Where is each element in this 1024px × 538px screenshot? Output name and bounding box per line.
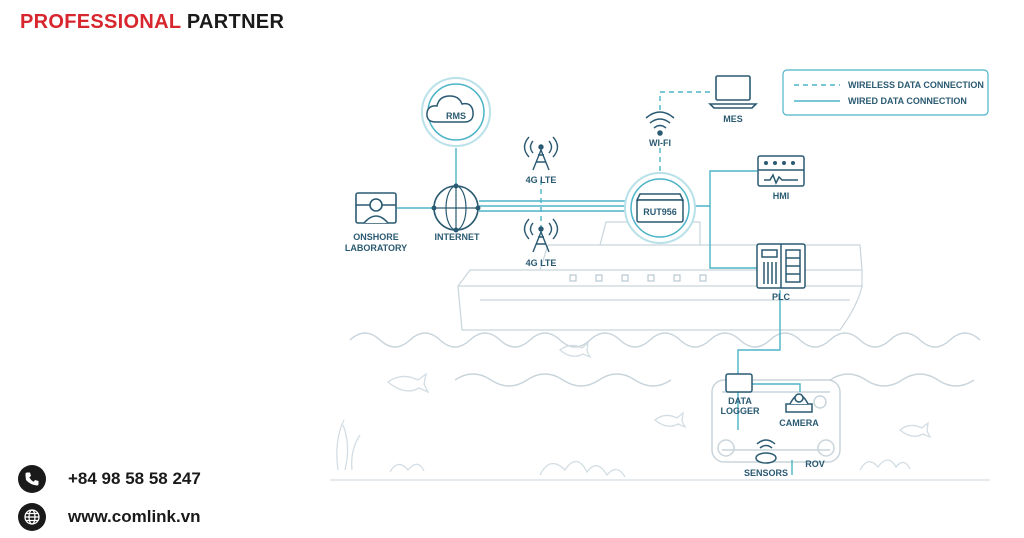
seabed-decor	[330, 341, 990, 481]
onshore-label: ONSHORE	[353, 232, 399, 242]
lte-tower-top: 4G LTE	[523, 136, 559, 185]
plc-cabinet-icon	[756, 243, 806, 289]
lte-tower-bottom: 4G LTE	[523, 218, 559, 268]
legend: WIRELESS DATA CONNECTION WIRED DATA CONN…	[782, 69, 989, 116]
wireless-links	[540, 91, 712, 230]
legend-wireless-label: WIRELESS DATA CONNECTION	[848, 80, 984, 90]
rms-node: RMS	[421, 77, 491, 147]
internet-label: INTERNET	[435, 232, 481, 242]
lte-top-label: 4G LTE	[526, 175, 557, 185]
wifi-label: WI-FI	[649, 138, 671, 148]
camera-label: CAMERA	[779, 418, 819, 428]
phone-icon	[18, 465, 46, 493]
legend-wired-label: WIRED DATA CONNECTION	[848, 96, 967, 106]
lte-bottom-label: 4G LTE	[526, 258, 557, 268]
router-icon	[635, 193, 685, 223]
sea-waves	[349, 332, 981, 387]
brand-professional: PROFESSIONAL	[20, 11, 182, 33]
antenna-icon	[523, 136, 559, 171]
phone-number: +84 98 58 58 247	[68, 469, 201, 488]
router-node: RUT956	[624, 172, 696, 244]
wifi-icon	[645, 111, 675, 136]
sensor-icon	[755, 439, 777, 464]
rms-label: RMS	[446, 111, 466, 121]
sensors-node: SENSORS	[744, 439, 788, 478]
camera-node: CAMERA	[779, 393, 819, 428]
antenna-icon	[523, 218, 559, 253]
rov-label: ROV	[805, 459, 825, 469]
sensors-label: SENSORS	[744, 468, 788, 478]
plc-label: PLC	[772, 292, 791, 302]
ship-outline	[457, 221, 863, 331]
data-logger-node: DATA LOGGER	[720, 373, 760, 416]
data-label: DATA	[728, 396, 752, 406]
plc-node: PLC	[756, 243, 806, 302]
hmi-label: HMI	[773, 191, 790, 201]
hmi-panel-icon	[757, 155, 805, 187]
wired-links	[397, 148, 801, 475]
rov-body	[711, 379, 841, 463]
brand-title: PROFESSIONAL PARTNER	[20, 11, 284, 34]
router-label: RUT956	[643, 207, 677, 217]
internet-node: INTERNET	[431, 183, 481, 242]
website-url: www.comlink.vn	[68, 507, 201, 526]
cloud-icon	[426, 95, 474, 123]
hmi-node: HMI	[757, 155, 805, 201]
website-contact[interactable]: www.comlink.vn	[18, 503, 201, 531]
wifi-node: WI-FI	[645, 111, 675, 148]
laboratory-label: LABORATORY	[345, 243, 407, 253]
logger-label: LOGGER	[720, 406, 760, 416]
mes-label: MES	[723, 114, 743, 124]
lab-user-icon	[355, 192, 397, 224]
camera-icon	[785, 393, 813, 413]
globe-icon	[18, 503, 46, 531]
brand-partner: PARTNER	[186, 11, 285, 33]
logger-device-icon	[725, 373, 753, 393]
mes-node: MES	[708, 75, 758, 124]
onshore-lab-node: ONSHORE LABORATORY	[345, 192, 407, 253]
laptop-icon	[708, 75, 758, 109]
phone-contact[interactable]: +84 98 58 58 247	[18, 465, 201, 493]
